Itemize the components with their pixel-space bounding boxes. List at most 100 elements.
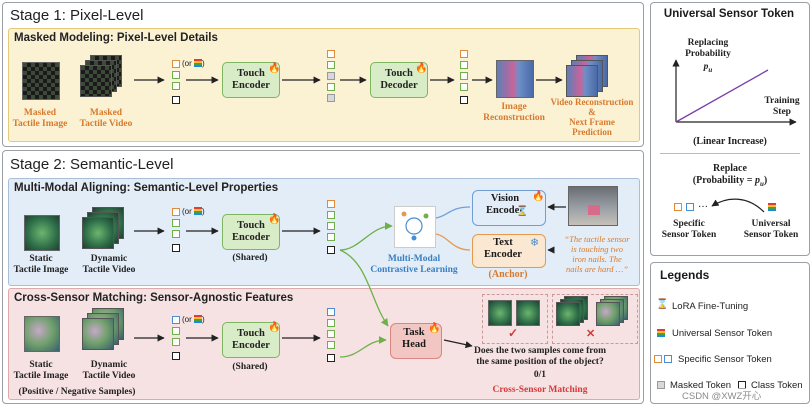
contrastive-learning-label: Multi-Modal Contrastive Learning [370,254,458,275]
snowflake-icon: ❄ [530,237,540,249]
cross-matching-label: Cross-Sensor Matching [492,385,588,395]
linear-caption: (Linear Increase) [693,136,767,147]
fire-icon: 🔥 [415,63,428,74]
token [172,230,180,238]
task-head: Task Head [402,327,426,350]
positive-sample-b [516,300,540,326]
image-recon-label: Image Reconstruction [483,102,545,123]
masked-token-icon [657,381,665,389]
contrastive-learning-graph [394,206,436,248]
token [460,72,468,80]
token [327,83,335,91]
or-universal-token: (or ) [182,315,205,324]
masked-image-label: Masked Tactile Image [12,108,68,129]
positive-sample-a [488,300,512,326]
masked-modeling-title: Masked Modeling: Pixel-Level Details [14,32,218,44]
cross-icon: ✕ [586,328,596,340]
specific-sensor-token [686,203,694,211]
samples-label: (Positive / Negative Samples) [18,387,136,397]
masked-token [327,72,335,80]
legend-universal: Universal Sensor Token [672,328,773,339]
masked-token [327,94,335,102]
token [172,219,180,227]
specific-sensor-token [674,203,682,211]
vision-encoder-box [472,190,546,226]
anchor-label: (Anchor) [488,269,528,280]
legends-title: Legends [660,268,710,282]
masked-tactile-video [80,55,128,103]
task-head-box [390,323,442,359]
legends-panel [650,262,810,404]
universal-token-icon [657,329,665,337]
token [327,319,335,327]
static-image-label: Static Tactile Image [13,254,69,275]
shared-label: (Shared) [232,362,268,372]
text-encoder: Text Encoder [484,237,522,260]
matching-answer: 0/1 [533,370,547,380]
specific-sensor-token [172,60,180,68]
video-reconstruction [566,55,614,103]
touch-encoder-stage1: Touch Encoder [222,62,280,98]
matching-question: Does the two samples come from the same … [473,346,606,367]
legend-masked: Masked Token [670,380,732,391]
y-axis-label: Replacing Probability [685,38,731,59]
x-axis-label: Training Step [764,96,800,117]
masked-tactile-image [22,62,60,100]
legend-specific: Specific Sensor Token [678,354,772,365]
fire-icon: 🔥 [268,63,281,74]
match-dynamic-label: Dynamic Tactile Video [82,360,136,381]
multimodal-title: Multi-Modal Aligning: Semantic-Level Pro… [14,182,279,194]
match-dynamic-video [82,308,130,356]
specific-sensor-token [327,308,335,316]
dynamic-video-label: Dynamic Tactile Video [82,254,136,275]
dynamic-tactile-video [82,207,130,255]
class-token [327,354,335,362]
negative-pair [552,294,638,344]
touch-encoder-align: Touch Encoder [222,214,280,250]
graph-node [423,213,429,219]
universal-sensor-token [768,203,776,211]
ellipsis: … [698,199,708,210]
token [172,71,180,79]
masked-video-label: Masked Tactile Video [79,108,133,129]
video-recon-label: Video Reconstruction & Next Frame Predic… [550,97,634,137]
negative-sample-a [556,296,592,328]
panel-divider [660,153,800,154]
graph-node [411,235,417,241]
specific-token-label: Specific Sensor Token [661,219,717,240]
text-encoder-box [472,234,546,268]
class-token [172,96,180,104]
watermark: CSDN @XWZ开心 [682,388,762,402]
text-quote: “The tactile sensor is touching two iron… [564,234,630,274]
token [327,330,335,338]
arrow [339,336,387,358]
class-token [460,96,468,104]
class-token [172,244,180,252]
fire-icon: 🔥 [428,323,441,334]
touch-encoder-match: Touch Encoder [222,322,280,358]
image-reconstruction [496,60,534,98]
specific-token-icon [654,355,662,363]
universal-token-label: Universal Sensor Token [743,219,799,240]
arrow [339,249,389,327]
or-universal-token: (or ) [182,59,205,68]
hourglass-icon: ⌛ [656,299,669,310]
replace-arrow [711,198,765,213]
specific-token-icon [664,355,672,363]
positive-pair [482,294,548,344]
token [460,83,468,91]
fire-icon: 🔥 [532,191,545,202]
specific-sensor-token [327,50,335,58]
specific-sensor-token [172,316,180,324]
token [172,82,180,90]
token [172,327,180,335]
touch-decoder: Touch Decoder [370,62,428,98]
stage1-title: Stage 1: Pixel-Level [10,7,144,24]
static-tactile-image [24,215,60,251]
specific-sensor-token [172,208,180,216]
token [327,341,335,349]
specific-sensor-token [460,50,468,58]
arrow [435,233,471,251]
legend-class: Class Token [751,380,803,391]
